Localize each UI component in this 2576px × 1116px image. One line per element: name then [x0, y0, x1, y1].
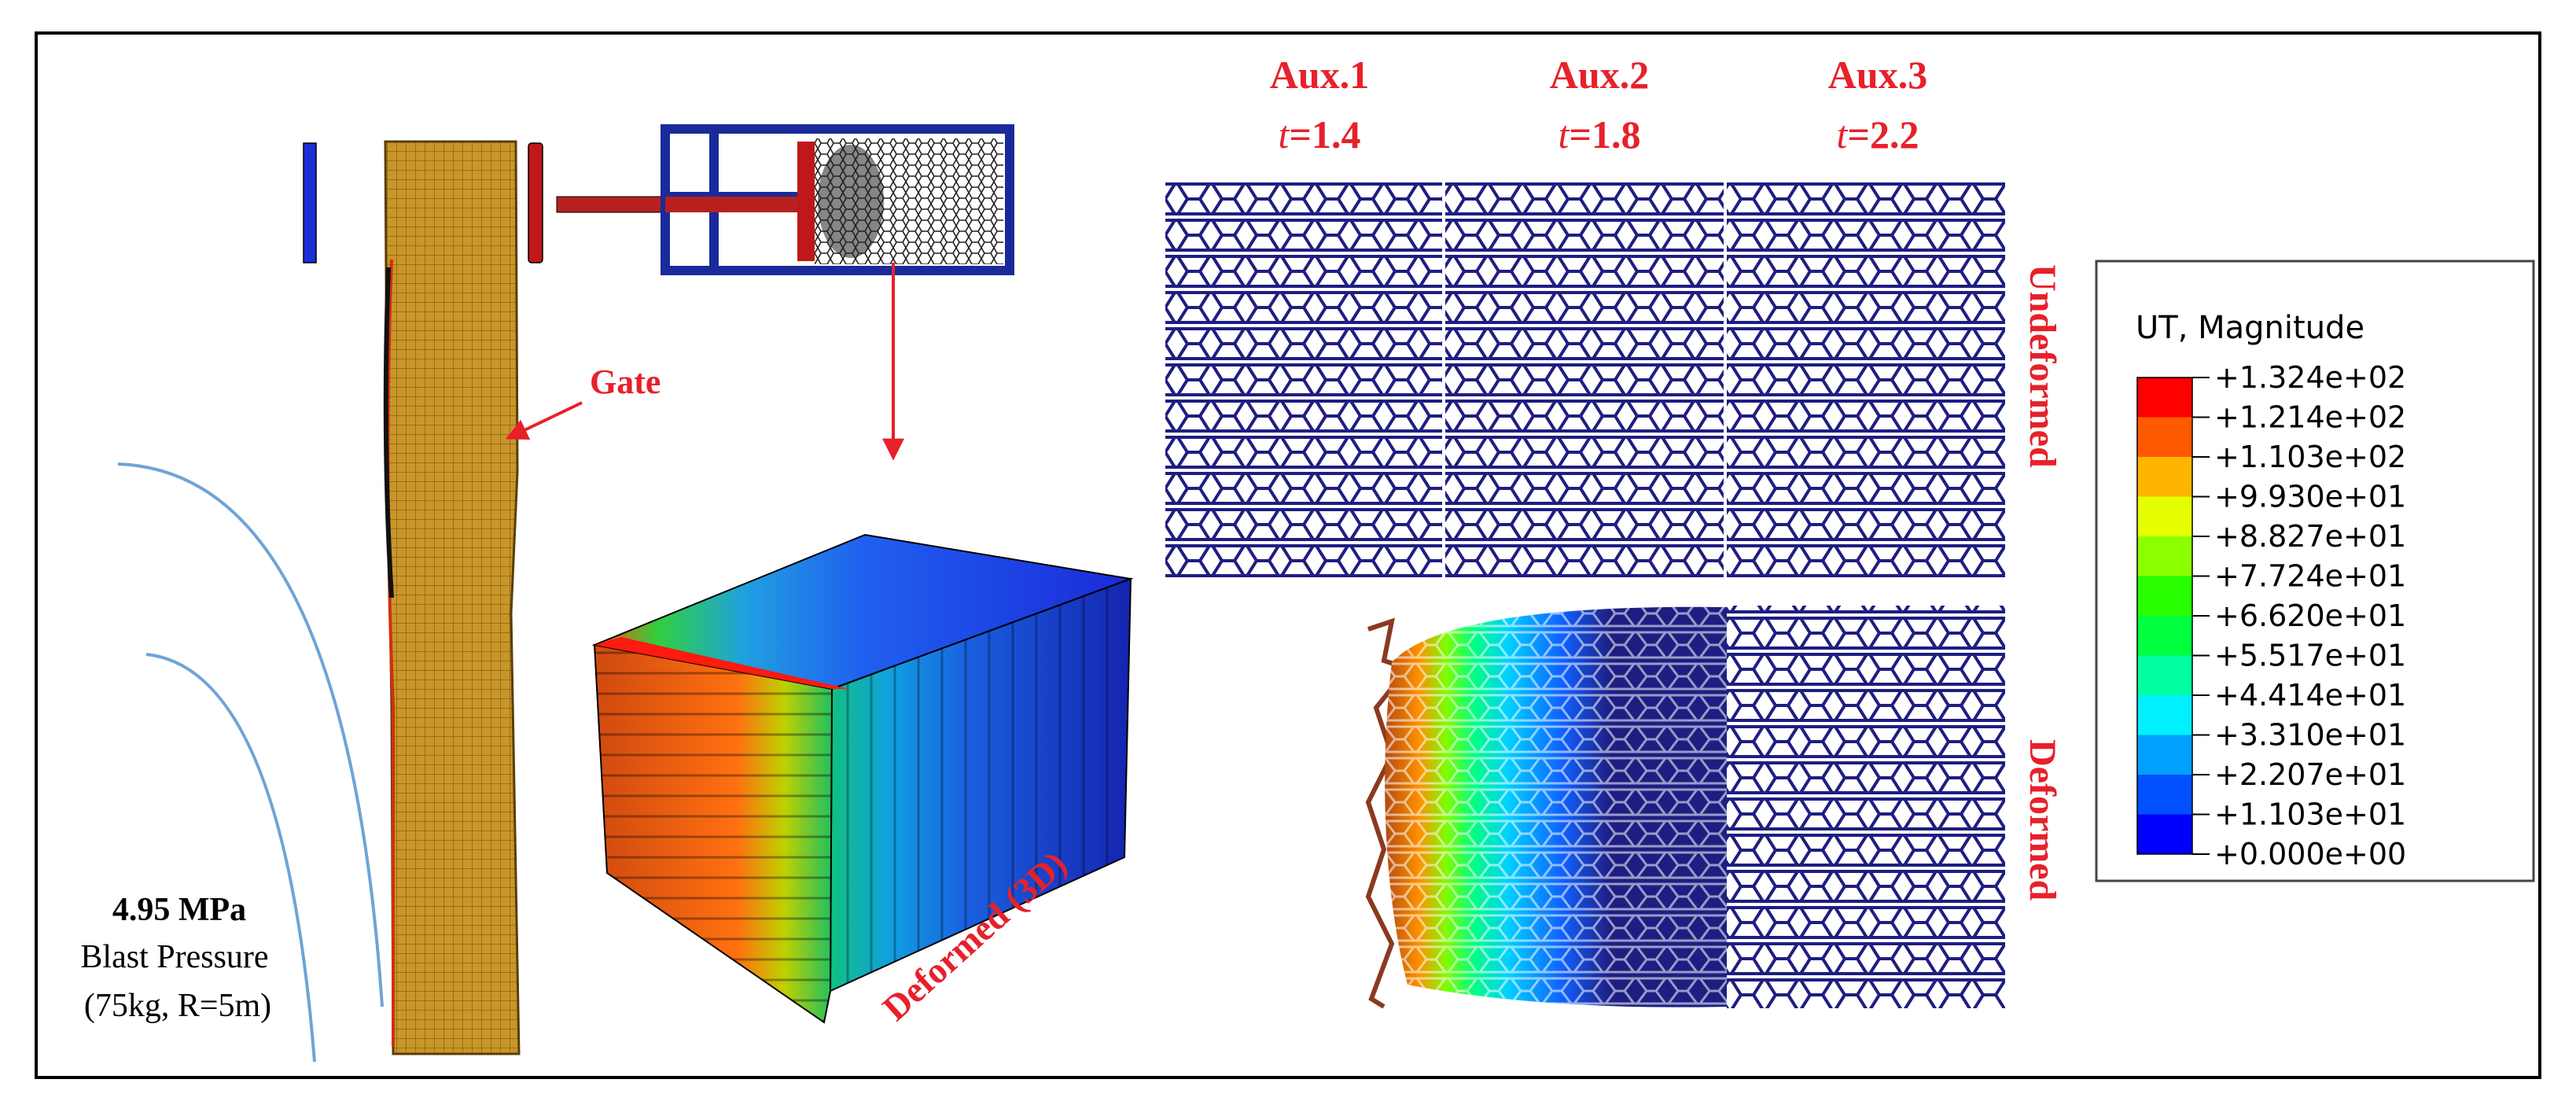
contour-legend: UT, Magnitude +1.324e+02 +1.214e+02 +1.103…	[2095, 260, 2535, 882]
legend-value: +8.827e+01	[2214, 519, 2406, 554]
undeformed-aux3	[1727, 179, 2005, 579]
legend-value: +5.517e+01	[2214, 639, 2406, 673]
legend-swatch	[2137, 695, 2192, 735]
aux2-name: Aux.2	[1550, 53, 1649, 97]
legend-value: +0.000e+00	[2214, 837, 2406, 871]
legend-swatch	[2137, 616, 2192, 656]
blue-plate	[303, 142, 317, 263]
undeformed-aux2	[1445, 179, 1724, 579]
aux2-thickness: t=1.8	[1558, 112, 1641, 157]
legend-swatch	[2137, 378, 2192, 418]
legend-swatch	[2137, 417, 2192, 457]
legend-swatch	[2137, 576, 2192, 616]
deformed-label: Deformed	[2022, 739, 2063, 901]
aux1-name: Aux.1	[1270, 53, 1369, 97]
blast-caption: Blast Pressure	[80, 939, 268, 975]
blast-condition: (75kg, R=5m)	[84, 988, 271, 1024]
legend-swatch	[2137, 457, 2192, 497]
red-plate	[528, 142, 543, 263]
blast-wave-outer	[117, 462, 384, 1007]
legend-value: +9.930e+01	[2214, 480, 2406, 514]
legend-value: +4.414e+01	[2214, 678, 2406, 713]
undeformed-label: Undeformed	[2022, 264, 2063, 468]
deformed-aux3	[1727, 606, 2005, 1008]
blast-wave-inner	[145, 653, 316, 1063]
legend-value: +6.620e+01	[2214, 599, 2406, 633]
legend-swatch	[2137, 496, 2192, 536]
legend-title: UT, Magnitude	[2136, 310, 2364, 346]
legend-value-labels: +1.324e+02 +1.214e+02 +1.103e+02 +9.930e+01…	[2192, 360, 2406, 871]
aux1-thickness: t=1.4	[1279, 112, 1361, 157]
gate-arrow	[505, 401, 583, 440]
blast-pressure: 4.95 MPa	[112, 892, 246, 928]
legend-swatch	[2137, 735, 2192, 775]
legend-value: +7.724e+01	[2214, 559, 2406, 594]
legend-value: +1.324e+02	[2214, 360, 2406, 395]
gate-label: Gate	[590, 363, 661, 401]
legend-swatch	[2137, 814, 2192, 854]
deformed-lattice	[1365, 606, 2005, 1009]
deformed-3d-block	[591, 533, 1134, 1024]
gate-panel	[383, 140, 521, 1055]
legend-value: +1.103e+01	[2214, 797, 2406, 832]
undeformed-lattice	[1165, 179, 2005, 579]
absorber-schematic	[556, 124, 1014, 275]
legend-swatch	[2137, 775, 2192, 815]
undeformed-aux1	[1165, 179, 1442, 579]
legend-value: +3.310e+01	[2214, 718, 2406, 753]
legend-value: +1.103e+02	[2214, 440, 2406, 474]
aux3-thickness: t=2.2	[1837, 112, 1919, 157]
legend-value: +1.214e+02	[2214, 400, 2406, 435]
legend-color-bar	[2136, 377, 2193, 855]
aux3-name: Aux.3	[1828, 53, 1927, 97]
legend-value: +2.207e+01	[2214, 757, 2406, 792]
legend-swatch	[2137, 536, 2192, 576]
legend-swatch	[2137, 655, 2192, 695]
